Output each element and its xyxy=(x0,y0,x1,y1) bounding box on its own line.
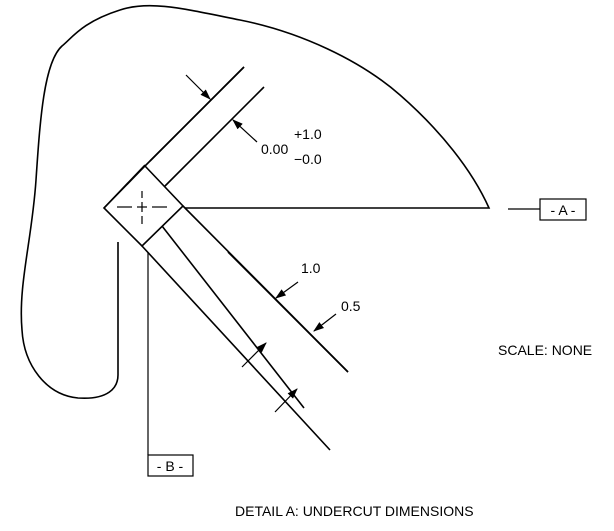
lower-channel xyxy=(141,205,349,451)
datum-b: - B - xyxy=(147,454,194,477)
detail-caption: DETAIL A: UNDERCUT DIMENSIONS xyxy=(235,503,474,519)
tolerance-plus: +1.0 xyxy=(294,126,322,142)
tolerance-minus: −0.0 xyxy=(294,151,322,167)
dim-label-inner: 0.5 xyxy=(341,298,361,314)
dim-arrow-outer xyxy=(275,281,299,299)
part-outline xyxy=(20,4,491,399)
dim-arrow-top-outer xyxy=(185,74,211,100)
corner-square xyxy=(102,164,185,248)
center-mark xyxy=(117,191,167,224)
datum-a: - A - xyxy=(539,198,587,221)
scale-note: SCALE: NONE xyxy=(498,342,592,358)
datum-b-label: - B - xyxy=(157,458,184,474)
dim-arrow-lower-right xyxy=(274,388,298,413)
dim-label-outer: 1.0 xyxy=(301,260,321,276)
dim-arrow-inner xyxy=(313,313,337,332)
upper-channel xyxy=(144,66,265,187)
dim-arrow-top-inner xyxy=(232,119,258,143)
datum-a-label: - A - xyxy=(551,202,576,218)
tolerance-base: 0.00 xyxy=(261,141,288,157)
dim-arrow-lower-left xyxy=(241,342,267,368)
